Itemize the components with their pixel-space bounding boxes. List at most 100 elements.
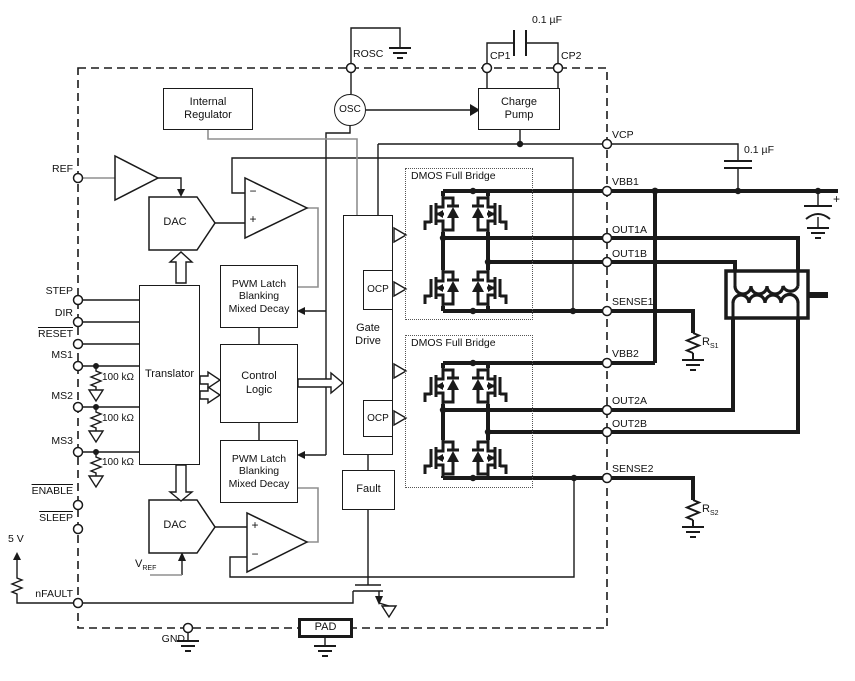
dac-bottom-label: DAC bbox=[163, 519, 187, 531]
pin-label-ref: REF bbox=[52, 163, 73, 175]
internal-regulator-label: Internal bbox=[189, 95, 227, 108]
pin-label-nfault: nFAULT bbox=[35, 588, 73, 600]
supply-arrow-icon bbox=[13, 552, 21, 560]
pin-nfault bbox=[72, 597, 84, 609]
resistor-rs2 bbox=[684, 499, 702, 527]
signal-wires bbox=[10, 27, 819, 646]
dmos-bridge-2: DMOS Full Bridge bbox=[405, 335, 533, 488]
pad-ground-icon bbox=[314, 645, 336, 657]
ecap-ground-icon bbox=[807, 227, 829, 239]
rs1-label: RS1 bbox=[702, 336, 719, 351]
comp-bottom-minus: − bbox=[251, 547, 259, 561]
rs2-ground-icon bbox=[682, 526, 704, 538]
internal-regulator-block: Internal Regulator bbox=[163, 88, 253, 130]
translator-label: Translator bbox=[144, 368, 195, 381]
pin-reset bbox=[72, 338, 84, 350]
pin-step bbox=[72, 294, 84, 306]
gnd-ground-icon bbox=[177, 640, 199, 652]
pin-label-sleep: SLEEP bbox=[39, 512, 73, 524]
pin-ms2 bbox=[72, 401, 84, 413]
pin-label-gnd: GND bbox=[161, 633, 185, 645]
pwm-latch-top-block: PWM Latch Blanking Mixed Decay bbox=[220, 265, 298, 328]
bridge2-label: DMOS Full Bridge bbox=[411, 337, 496, 349]
rosc-ground-icon bbox=[389, 47, 411, 59]
comparator-bottom-icon bbox=[246, 511, 309, 574]
pin-sleep bbox=[72, 523, 84, 535]
pin-enable bbox=[72, 499, 84, 511]
pin-out2b bbox=[601, 426, 613, 438]
pwm-latch-bottom-block: PWM Latch Blanking Mixed Decay bbox=[220, 440, 298, 503]
pin-label-vbb2: VBB2 bbox=[612, 348, 639, 360]
rs2-label: RS2 bbox=[702, 503, 719, 518]
pin-sense2 bbox=[601, 472, 613, 484]
junction-dots bbox=[93, 140, 822, 482]
ocp-top-block: OCP bbox=[363, 270, 393, 310]
cap-cp-label: 0.1 µF bbox=[532, 14, 562, 26]
osc-label: OSC bbox=[339, 104, 361, 115]
dac-top-label: DAC bbox=[163, 216, 187, 228]
translator-block: Translator bbox=[139, 285, 200, 465]
cap-vcp-label: 0.1 µF bbox=[744, 144, 774, 156]
pin-label-reset: RESET bbox=[37, 328, 73, 340]
pin-label-ms1: MS1 bbox=[51, 349, 73, 361]
fault-block: Fault bbox=[342, 470, 395, 510]
ref-buffer-icon bbox=[114, 154, 160, 202]
pin-out1a bbox=[601, 232, 613, 244]
pin-gnd bbox=[182, 622, 194, 634]
pin-vcp bbox=[601, 138, 613, 150]
pin-vbb2 bbox=[601, 357, 613, 369]
pin-ref bbox=[72, 172, 84, 184]
pin-ms1 bbox=[72, 360, 84, 372]
pin-label-ms2: MS2 bbox=[51, 390, 73, 402]
pin-ms3 bbox=[72, 446, 84, 458]
pin-label-ms3: MS3 bbox=[51, 435, 73, 447]
comp-top-minus: − bbox=[249, 184, 257, 198]
capacitors bbox=[513, 30, 752, 169]
comparator-top-icon bbox=[244, 176, 309, 240]
pin-cp2 bbox=[552, 62, 564, 74]
power-wires bbox=[441, 189, 838, 500]
arrowheads bbox=[177, 104, 480, 605]
control-logic-block: Control Logic bbox=[220, 344, 298, 423]
pin-label-enable: ENABLE bbox=[31, 485, 73, 497]
dmos-bridge-1: DMOS Full Bridge bbox=[405, 168, 533, 320]
cp-capacitor bbox=[513, 30, 527, 56]
pin-label-out1a: OUT1A bbox=[612, 224, 648, 236]
bridge1-label: DMOS Full Bridge bbox=[411, 170, 496, 182]
pin-sense1 bbox=[601, 305, 613, 317]
resistor-ms3-label: 100 kΩ bbox=[102, 457, 134, 468]
pin-label-cp1: CP1 bbox=[490, 50, 511, 62]
bulk-capacitor bbox=[804, 205, 832, 220]
comp-bottom-plus: + bbox=[251, 518, 259, 532]
vcp-capacitor bbox=[724, 160, 752, 169]
pin-vbb1 bbox=[601, 185, 613, 197]
pin-label-step: STEP bbox=[45, 285, 73, 297]
comp-top-plus: + bbox=[249, 212, 257, 226]
charge-pump-block: Charge Pump bbox=[478, 88, 560, 130]
sense-resistors bbox=[684, 332, 702, 527]
pin-label-vcp: VCP bbox=[612, 129, 634, 141]
pin-out2a bbox=[601, 404, 613, 416]
pin-label-dir: DIR bbox=[54, 307, 73, 319]
resistor-ms1-label: 100 kΩ bbox=[102, 372, 134, 383]
stepper-motor-icon bbox=[724, 269, 828, 320]
pin-label-sense2: SENSE2 bbox=[612, 463, 654, 475]
pin-label-vbb1: VBB1 bbox=[612, 176, 639, 188]
pin-label-out1b: OUT1B bbox=[612, 248, 648, 260]
pin-label-out2a: OUT2A bbox=[612, 395, 648, 407]
ocp-bottom-block: OCP bbox=[363, 400, 393, 437]
dac-top-shape bbox=[148, 196, 216, 251]
vref-label: VREF bbox=[135, 558, 157, 573]
oscillator-block: OSC bbox=[334, 94, 366, 126]
resistor-ms2-label: 100 kΩ bbox=[102, 413, 134, 424]
rs1-ground-icon bbox=[682, 359, 704, 371]
gray-wires bbox=[82, 130, 358, 576]
resistor-rs1 bbox=[684, 332, 702, 360]
pin-out1b bbox=[601, 256, 613, 268]
dac-bottom-shape bbox=[148, 499, 216, 554]
pin-label-cp2: CP2 bbox=[561, 50, 582, 62]
pin-label-rosc: ROSC bbox=[353, 48, 384, 60]
pin-dir bbox=[72, 316, 84, 328]
